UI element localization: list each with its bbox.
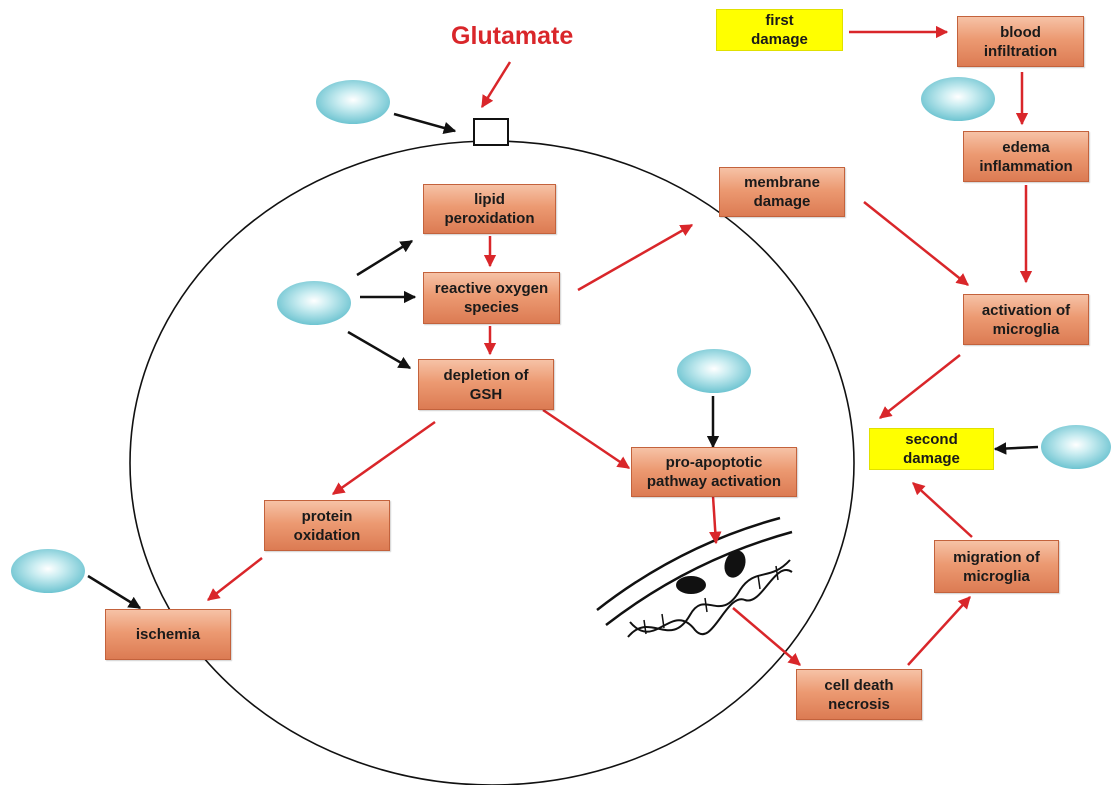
arrow-membrane-activation (863, 201, 969, 286)
node-membrane-damage: membrane damage (719, 167, 845, 217)
agent-ellipse-ischemia (11, 549, 85, 593)
arrow-glutamate-receptor (480, 61, 512, 109)
arrow-gsh-protein (331, 420, 436, 496)
arrow-dna-celldeath (732, 607, 801, 666)
agent-ellipse-edema (921, 77, 995, 121)
arrow-migration-second (912, 482, 973, 538)
arrow-proapoptotic-dna (709, 495, 722, 545)
glutamate-receptor (473, 118, 509, 146)
node-migration-of-microglia: migration of microglia (934, 540, 1059, 593)
arrow-agent-second (993, 442, 1039, 455)
agent-ellipse-second-damage (1041, 425, 1111, 469)
arrow-agent-lipid (356, 239, 414, 277)
arrow-agent-receptor (393, 112, 457, 135)
node-depletion-of-gsh: depletion of GSH (418, 359, 554, 410)
arrow-agent-gsh (347, 330, 412, 370)
node-lipid-peroxidation: lipid peroxidation (423, 184, 556, 234)
node-second-damage: second damage (869, 428, 994, 470)
node-pro-apoptotic-pathway: pro-apoptotic pathway activation (631, 447, 797, 497)
agent-ellipse-apoptotic (677, 349, 751, 393)
node-protein-oxidation: protein oxidation (264, 500, 390, 551)
node-reactive-oxygen-species: reactive oxygen species (423, 272, 560, 324)
arrow-gsh-proapoptotic (542, 408, 631, 470)
node-blood-infiltration: blood infiltration (957, 16, 1084, 67)
arrow-ros-membrane (577, 223, 694, 292)
node-ischemia: ischemia (105, 609, 231, 660)
node-activation-of-microglia: activation of microglia (963, 294, 1089, 345)
node-cell-death-necrosis: cell death necrosis (796, 669, 922, 720)
agent-ellipse-ros (277, 281, 351, 325)
dna-strand-icon (596, 516, 793, 638)
arrow-activation-second (879, 354, 961, 419)
arrow-celldeath-migration (907, 596, 971, 666)
arrow-agent-ischemia (87, 574, 142, 610)
glutamate-label: Glutamate (451, 22, 574, 50)
arrow-protein-ischemia (207, 557, 263, 601)
node-edema-inflammation: edema inflammation (963, 131, 1089, 182)
node-first-damage: first damage (716, 9, 843, 51)
agent-ellipse-receptor (316, 80, 390, 124)
